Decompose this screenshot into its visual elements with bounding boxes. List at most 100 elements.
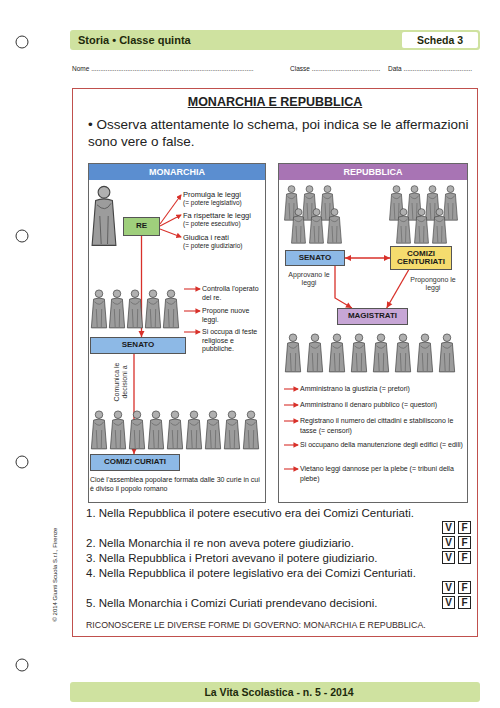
senate-duty: Propone nuove leggi. xyxy=(202,307,264,324)
king-figure xyxy=(92,186,116,245)
senator-figure xyxy=(292,209,306,244)
false-box: F xyxy=(458,521,471,534)
node-text: V xyxy=(445,583,452,593)
power-label: Promulga le leggi xyxy=(183,190,267,199)
true-box: V xyxy=(442,581,455,594)
node-text: SENATO xyxy=(122,341,155,349)
leader-arrow xyxy=(184,288,200,289)
punch-hole xyxy=(16,456,28,468)
arrow-head xyxy=(345,302,352,308)
senator-figure xyxy=(127,290,142,328)
citizen-figure xyxy=(243,411,258,449)
connector xyxy=(345,255,390,261)
statement: 2. Nella Monarchia il re non aveva poter… xyxy=(86,536,438,550)
node-text: V xyxy=(445,553,452,563)
node-text: La Vita Scolastica - n. 5 - 2014 xyxy=(204,686,353,698)
statement: 1. Nella Repubblica il potere esecutivo … xyxy=(86,506,438,520)
node-text: MAGISTRATI xyxy=(348,312,397,320)
magistrate-duty: Amministrano il denaro pubblico (= quest… xyxy=(300,400,465,410)
magistrate-figure xyxy=(329,334,344,372)
panel-heading: REPUBBLICA xyxy=(279,164,467,180)
true-box: V xyxy=(442,521,455,534)
magistrate-figure xyxy=(373,334,388,372)
arrow-head xyxy=(345,255,351,261)
punch-hole xyxy=(16,36,28,48)
statement: 5. Nella Monarchia i Comizi Curiati pren… xyxy=(86,596,438,610)
power-note: (= potere esecutivo) xyxy=(183,220,267,228)
node-text: COMIZI CENTURIATI xyxy=(391,250,451,267)
senator-figure xyxy=(109,290,124,328)
magistrate-figure xyxy=(395,334,410,372)
citizen-figure xyxy=(444,186,458,221)
statement: 3. Nella Repubblica i Pretori avevano il… xyxy=(86,551,438,565)
arrow-head xyxy=(384,255,390,261)
instruction: • Osserva attentamente lo schema, poi in… xyxy=(88,116,474,150)
node-text: F xyxy=(461,598,467,608)
power-note: (= potere giudiziario) xyxy=(183,242,267,250)
connector-line xyxy=(387,270,409,308)
header-band: Storia • Classe quinta Scheda 3 xyxy=(70,30,480,50)
citizen-figure xyxy=(129,411,144,449)
leader-arrow xyxy=(160,215,181,226)
power-label: Fa rispettare le leggi xyxy=(183,211,267,220)
node-text: V xyxy=(445,523,452,533)
king-box: RE xyxy=(123,217,160,236)
node-text: F xyxy=(461,553,467,563)
magistrate-figure xyxy=(417,334,432,372)
leader-arrow xyxy=(284,420,298,421)
node-text: Storia • Classe quinta xyxy=(78,34,191,46)
magistrate-duty: Amministrano la giustizia (= pretori) xyxy=(300,384,465,394)
leader-arrow xyxy=(184,310,200,311)
punch-hole xyxy=(16,659,28,671)
citizen-figure xyxy=(167,411,182,449)
senator-figure xyxy=(145,290,160,328)
false-box: F xyxy=(458,596,471,609)
panel-heading: MONARCHIA xyxy=(89,164,265,180)
footer-band: La Vita Scolastica - n. 5 - 2014 xyxy=(70,682,480,702)
magistrate-duty: Registrano il numero dei cittadini e sta… xyxy=(300,416,465,435)
node-text: RE xyxy=(136,222,147,230)
senate-box: SENATO xyxy=(90,337,186,354)
citizen-figure xyxy=(433,209,447,244)
form-field: Classe .................................… xyxy=(290,65,386,73)
magistrate-duty: Si occupano della manutenzione degli edi… xyxy=(300,440,465,450)
power-note: (= potere legislativo) xyxy=(183,199,267,207)
senator-figure xyxy=(91,290,106,328)
senator-figure xyxy=(163,290,178,328)
leader-arrow xyxy=(284,444,298,445)
edge-label: Comunica le decisioni a xyxy=(113,358,129,406)
leader-arrow xyxy=(284,388,298,389)
citizen-figure xyxy=(397,209,411,244)
magistrate-figure xyxy=(307,334,322,372)
node-text: F xyxy=(461,583,467,593)
citizen-figure xyxy=(415,209,429,244)
leader-arrow xyxy=(284,468,298,469)
true-box: V xyxy=(442,536,455,549)
magistrate-duty: Vietano leggi dannose per la plebe (= tr… xyxy=(300,464,465,483)
node-text: F xyxy=(461,523,467,533)
citizen-figure xyxy=(110,411,125,449)
senate-duty: Controlla l'operato del re. xyxy=(202,285,264,302)
exercise-frame xyxy=(73,89,478,637)
copyright: © 2014 Giunti Scuola S.r.l., Firenze xyxy=(52,515,59,635)
statement: 4. Nella Repubblica il potere legislativ… xyxy=(86,566,438,580)
edge-label: Approvano le leggi xyxy=(286,271,332,287)
magistrates-box: MAGISTRATI xyxy=(337,308,408,325)
leader-arrow xyxy=(160,195,181,224)
assembly-box: COMIZI CENTURIATI xyxy=(390,246,452,270)
connector xyxy=(335,266,352,308)
punch-hole xyxy=(16,230,28,242)
magistrate-figure xyxy=(351,334,366,372)
sheet-number-box: Scheda 3 xyxy=(402,32,478,48)
form-field: Nome ...................................… xyxy=(72,65,287,73)
arrow-head xyxy=(139,331,145,337)
assembly-box: COMIZI CURIATI xyxy=(90,454,180,471)
senate-box: SENATO xyxy=(285,250,345,266)
citizen-figure xyxy=(224,411,239,449)
connector xyxy=(387,270,409,308)
connector-line xyxy=(335,266,352,308)
node-text: V xyxy=(445,538,452,548)
magistrate-figure xyxy=(285,334,300,372)
